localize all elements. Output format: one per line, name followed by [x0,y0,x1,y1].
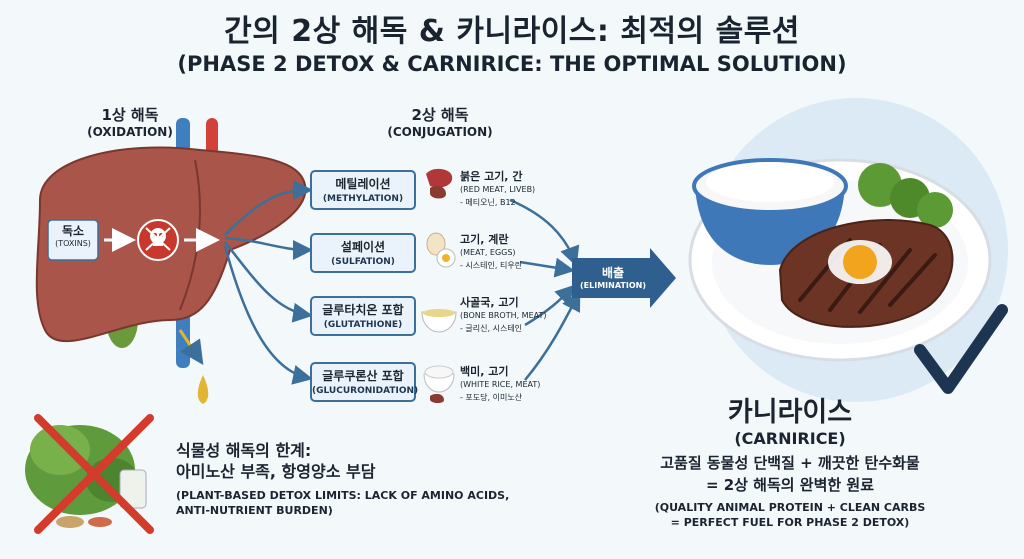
phase1-header: 1상 해독 (OXIDATION) [60,104,200,139]
limits-eng1: (PLANT-BASED DETOX LIMITS: LACK OF AMINO… [176,489,510,502]
limits-line2: 아미노산 부족, 항영양소 부담 [176,462,376,481]
food-glutathione: 사골국, 고기 (BONE BROTH, MEAT) - 글리신, 시스테인 [460,296,570,335]
phase2-title: 2상 해독 [411,106,469,124]
step-name: 메틸레이션 [335,177,391,191]
step-eng: (GLUCURONIDATION) [312,386,419,396]
step-sulfation: 설페이션 (SULFATION) [310,233,416,273]
food-english: (BONE BROTH, MEAT) [460,311,547,320]
toxins-label: 독소 [61,224,85,238]
food-sulfation: 고기, 계란 (MEAT, EGGS) - 시스테인, 티우린 [460,233,570,272]
toxins-box: 독소 (TOXINS) [48,222,98,248]
step-name: 글루쿠론산 포합 [322,369,404,383]
phase1-title: 1상 해독 [101,106,159,124]
soup-bowl-icon [421,309,457,333]
step-glucuronidation: 글루쿠론산 포합 (GLUCURONIDATION) [310,362,419,402]
carnirice-block: 카니라이스 (CARNIRICE) [640,390,940,448]
carnirice-description: 고품질 동물성 단백질 + 깨끗한 탄수화물 = 2상 해독의 완벽한 원료 (… [600,452,980,530]
elimination-arrow [572,248,676,308]
food-english: (RED MEAT, LIVEB) [460,185,536,194]
branch-arrows [223,180,313,385]
phase2-subtitle: (CONJUGATION) [387,125,493,139]
food-nutrients: - 포도당, 이미노산 [460,393,523,402]
phase1-subtitle: (OXIDATION) [87,125,173,139]
plant-limits: 식물성 해독의 한계: 아미노산 부족, 항영양소 부담 (PLANT-BASE… [176,440,556,518]
rice-and-steak-plate [688,98,1008,402]
step-name: 글루타치온 포합 [322,303,404,317]
food-english: (WHITE RICE, MEAT) [460,380,541,389]
phase2-header: 2상 해독 (CONJUGATION) [380,104,500,139]
food-methylation: 붉은 고기, 간 (RED MEAT, LIVEB) - 메티오닌, B12 [460,170,570,209]
carnirice-eng1: (QUALITY ANIMAL PROTEIN + CLEAN CARBS [654,501,926,514]
elimination-label: 배출 [601,266,625,280]
crossed-vegetables-icon [25,414,154,534]
step-glutathione: 글루타치온 포합 (GLUTATHIONE) [310,296,416,336]
raw-meat-icon [426,168,453,199]
food-nutrients: - 메티오닌, B12 [460,198,516,207]
skull-icon [145,227,171,251]
toxins-sublabel: (TOXINS) [55,239,91,248]
liver-illustration [35,118,307,404]
food-korean: 붉은 고기, 간 [460,170,523,183]
carnirice-desc2: = 2상 해독의 완벽한 원료 [705,476,875,494]
food-glucuronidation: 백미, 고기 (WHITE RICE, MEAT) - 포도당, 이미노산 [460,365,570,404]
step-eng: (SULFATION) [331,257,395,267]
elimination-arrows [509,198,581,381]
elimination-label-box: 배출 (ELIMINATION) [574,264,652,290]
carnirice-subtitle: (CARNIRICE) [734,429,846,448]
food-nutrients: - 글리신, 시스테인 [460,324,523,333]
step-eng: (GLUTATHIONE) [323,320,403,330]
limits-eng2: ANTI-NUTRIENT BURDEN) [176,504,333,517]
food-english: (MEAT, EGGS) [460,248,516,257]
page-title: 간의 2상 해독 & 카니라이스: 최적의 솔루션 [224,14,800,49]
rice-bowl-icon [423,365,455,403]
step-methylation: 메틸레이션 (METHYLATION) [310,170,416,210]
carnirice-desc1: 고품질 동물성 단백질 + 깨끗한 탄수화물 [660,454,920,472]
step-eng: (METHYLATION) [322,194,404,204]
step-name: 설페이션 [340,240,386,254]
egg-icon [426,232,456,268]
food-korean: 고기, 계란 [460,233,509,246]
page-subtitle: (PHASE 2 DETOX & CARNIRICE: THE OPTIMAL … [177,52,847,76]
food-nutrients: - 시스테인, 티우린 [460,261,523,270]
carnirice-eng2: = PERFECT FUEL FOR PHASE 2 DETOX) [670,516,910,529]
food-korean: 사골국, 고기 [460,296,519,309]
carnirice-title: 카니라이스 [727,397,853,428]
checkmark-icon [914,304,1008,394]
food-korean: 백미, 고기 [460,365,509,378]
limits-line1: 식물성 해독의 한계: [176,441,312,460]
elimination-sublabel: (ELIMINATION) [580,281,646,290]
